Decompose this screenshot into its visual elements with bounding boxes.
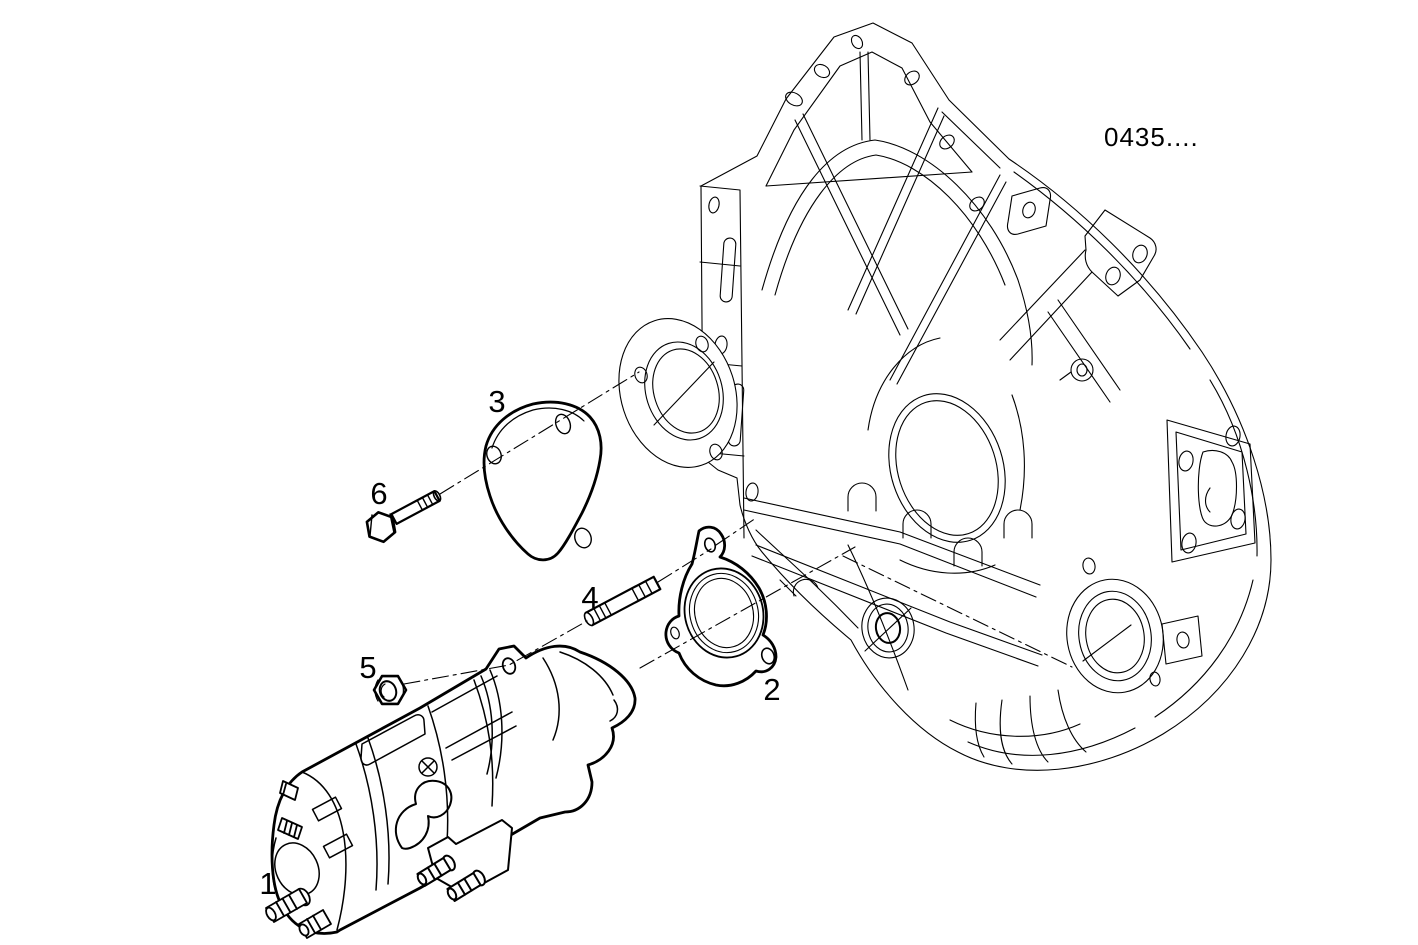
gasket-outline (664, 525, 778, 688)
gasket-drawing (664, 525, 778, 688)
flywheel-housing-drawing (618, 22, 1272, 771)
cover-plate-drawing (482, 400, 603, 562)
drawing-code: 0435.... (1104, 122, 1199, 152)
callout-5-nut: 5 (359, 650, 376, 685)
nut-drawing (372, 674, 408, 706)
callout-3-cover-plate: 3 (488, 384, 505, 419)
cover-plate-outline (482, 400, 603, 562)
bolt-drawing (365, 490, 442, 544)
bolt-shank (390, 490, 441, 525)
leader-nut-to-stud-axis (403, 517, 757, 685)
bolt-head (365, 510, 397, 544)
callout-1-starter-motor: 1 (259, 866, 276, 901)
stud-drawing (583, 575, 662, 627)
callout-4-stud: 4 (581, 580, 598, 615)
leader-starter-to-gasket-axis (639, 546, 856, 669)
leader-bolt-to-housing (439, 371, 640, 495)
callout-6-bolt: 6 (370, 476, 387, 511)
leader-lines (403, 371, 1073, 685)
housing-outline (700, 22, 1272, 771)
starter-motor-drawing (265, 644, 637, 939)
callout-labels: 0435.... 1 2 3 4 5 6 (259, 122, 1199, 901)
leader-housing-bore-axis (842, 555, 1073, 668)
callout-2-gasket: 2 (763, 672, 780, 707)
